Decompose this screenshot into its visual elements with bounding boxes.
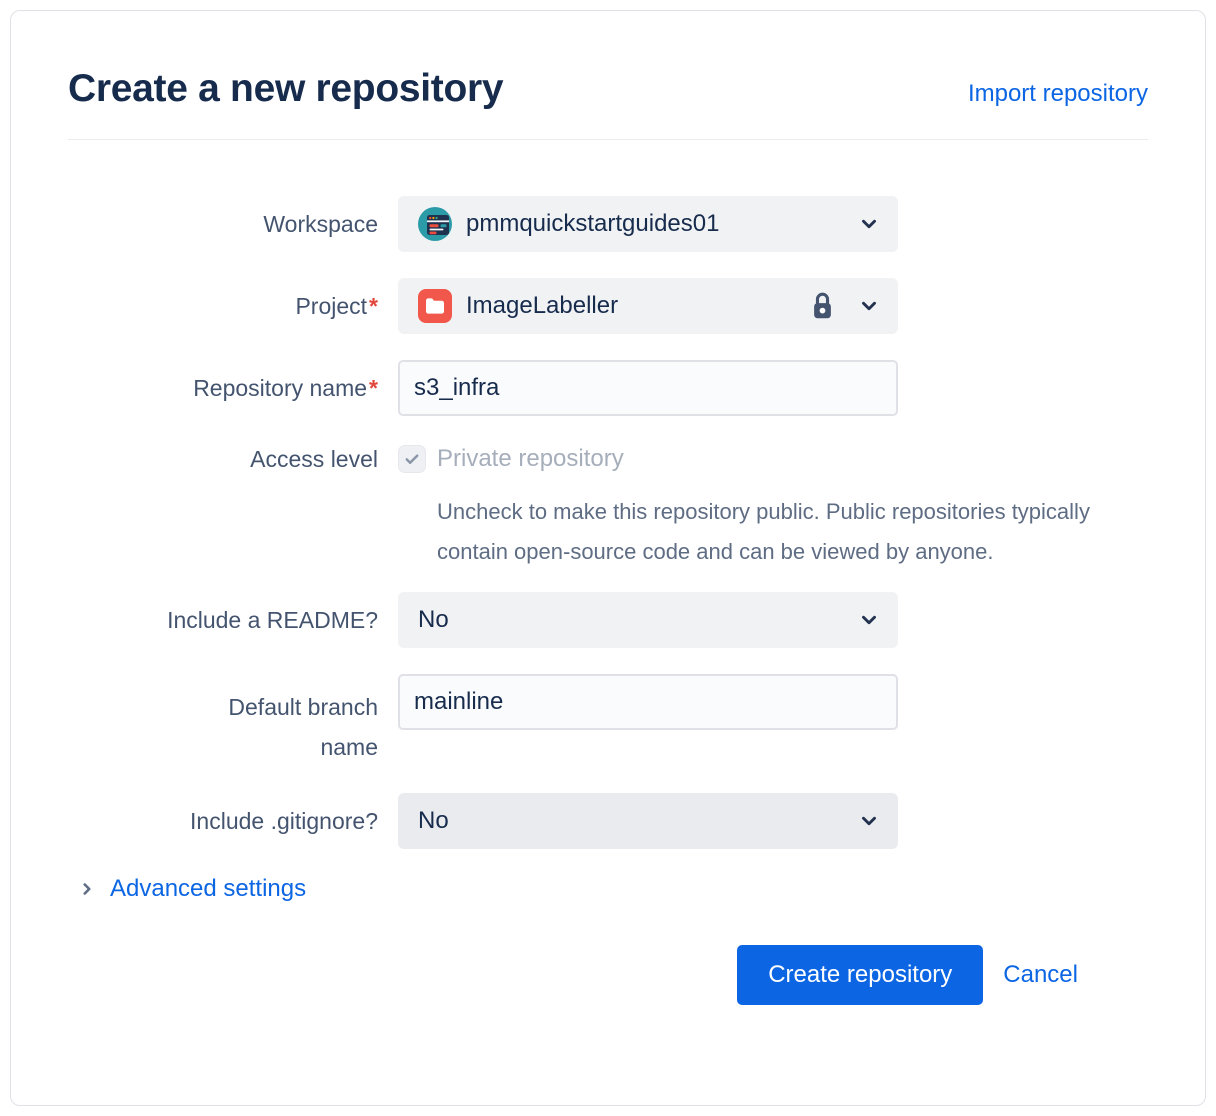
default-branch-input[interactable] bbox=[398, 674, 898, 730]
project-label: Project* bbox=[295, 293, 378, 319]
required-marker: * bbox=[369, 375, 378, 401]
chevron-down-icon bbox=[858, 609, 880, 631]
include-readme-select[interactable]: No bbox=[398, 592, 898, 648]
project-row: Project* ImageLabeller bbox=[68, 278, 1148, 334]
include-gitignore-value: No bbox=[418, 807, 449, 834]
chevron-right-icon bbox=[78, 880, 96, 898]
workspace-select[interactable]: pmmquickstartguides01 bbox=[398, 196, 898, 252]
workspace-value: pmmquickstartguides01 bbox=[466, 210, 720, 237]
chevron-down-icon bbox=[858, 295, 880, 317]
private-repository-option: Private repository bbox=[398, 442, 898, 476]
default-branch-row: Default branch name bbox=[68, 674, 1148, 767]
create-repository-dialog: Create a new repository Import repositor… bbox=[10, 10, 1206, 1106]
header-divider bbox=[68, 139, 1148, 140]
access-level-row: Access level Private repository Uncheck … bbox=[68, 442, 1148, 572]
required-marker: * bbox=[369, 293, 378, 319]
workspace-row: Workspace pmmqu bbox=[68, 196, 1148, 252]
advanced-settings-label: Advanced settings bbox=[110, 875, 307, 902]
advanced-settings-toggle[interactable]: Advanced settings bbox=[78, 875, 1148, 903]
lock-icon bbox=[809, 292, 836, 321]
default-branch-label: Default branch name bbox=[228, 694, 378, 760]
access-level-label: Access level bbox=[250, 446, 378, 472]
repository-name-input[interactable] bbox=[398, 360, 898, 416]
access-level-help-text: Uncheck to make this repository public. … bbox=[437, 499, 1090, 564]
create-repository-button[interactable]: Create repository bbox=[737, 945, 984, 1005]
dialog-actions: Create repository Cancel bbox=[68, 945, 1148, 1005]
import-repository-link[interactable]: Import repository bbox=[967, 80, 1148, 107]
private-repository-checkbox[interactable] bbox=[398, 445, 426, 473]
include-readme-row: Include a README? No bbox=[68, 592, 1148, 648]
cancel-button[interactable]: Cancel bbox=[983, 945, 1098, 1005]
include-gitignore-select[interactable]: No bbox=[398, 793, 898, 849]
workspace-label: Workspace bbox=[263, 211, 378, 237]
access-level-field: Private repository Uncheck to make this … bbox=[398, 442, 1090, 572]
include-readme-value: No bbox=[418, 606, 449, 633]
dialog-header: Create a new repository Import repositor… bbox=[68, 67, 1148, 111]
chevron-down-icon bbox=[858, 810, 880, 832]
page-title: Create a new repository bbox=[68, 67, 504, 110]
check-icon bbox=[405, 454, 419, 464]
project-select[interactable]: ImageLabeller bbox=[398, 278, 898, 334]
include-readme-label: Include a README? bbox=[167, 607, 378, 633]
include-gitignore-label: Include .gitignore? bbox=[190, 808, 378, 834]
chevron-down-icon bbox=[858, 213, 880, 235]
repository-name-label: Repository name* bbox=[193, 375, 378, 401]
private-repository-label: Private repository bbox=[437, 445, 624, 472]
workspace-avatar bbox=[418, 207, 452, 241]
project-value: ImageLabeller bbox=[466, 292, 619, 319]
repository-name-row: Repository name* bbox=[68, 360, 1148, 416]
include-gitignore-row: Include .gitignore? No bbox=[68, 793, 1148, 849]
create-repository-form: Workspace pmmqu bbox=[68, 196, 1148, 1005]
project-folder-icon bbox=[418, 289, 452, 323]
